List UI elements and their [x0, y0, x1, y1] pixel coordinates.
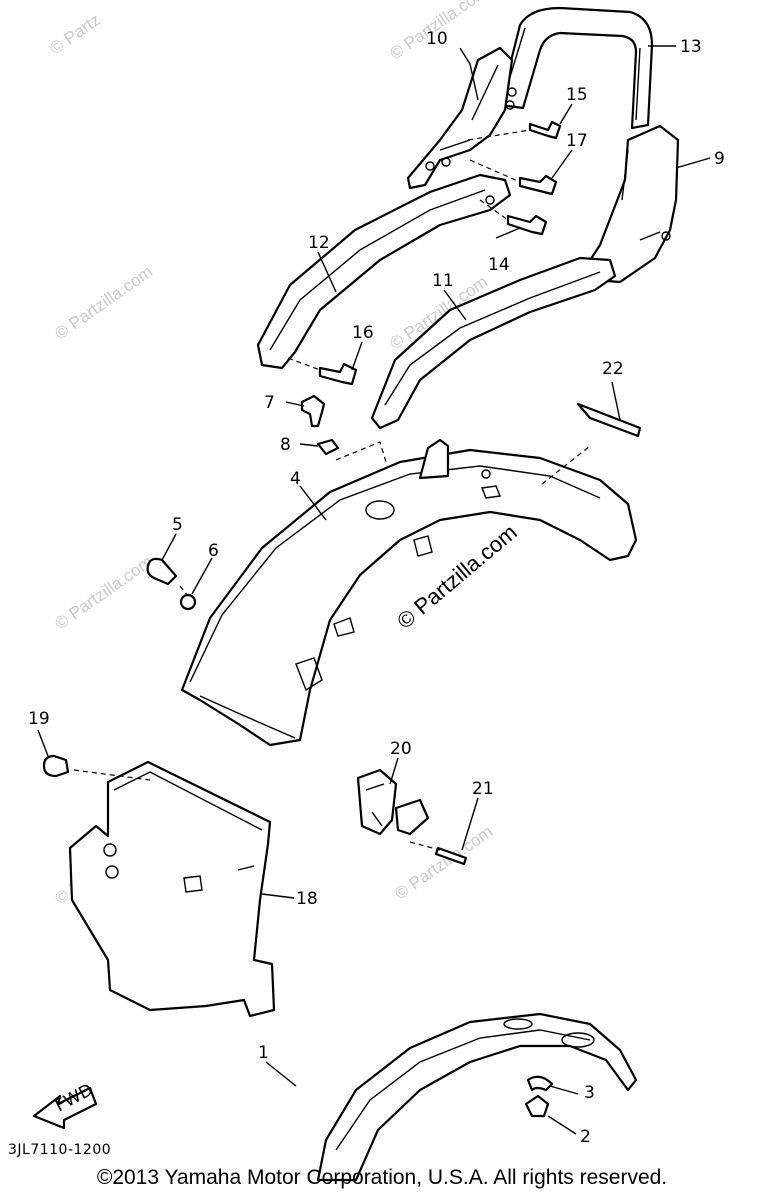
watermark-text: © Partz — [46, 10, 104, 58]
part-17-bolt — [518, 174, 558, 196]
callout-12: 12 — [308, 233, 330, 253]
part-4-rear-fender — [180, 438, 638, 747]
part-7-bolt — [300, 394, 326, 428]
drawing-code: 3JL7110-1200 — [8, 1142, 112, 1158]
callout-18: 18 — [296, 889, 318, 909]
fwd-arrow: FWD — [32, 1080, 98, 1130]
watermark-text: © Partzilla.com — [392, 519, 522, 633]
part-22-strip — [576, 402, 642, 438]
part-8-clip — [316, 438, 340, 456]
callout-7: 7 — [264, 393, 275, 413]
part-1-front-fender — [316, 1012, 638, 1182]
callout-19: 19 — [28, 709, 50, 729]
part-19-bolt — [42, 754, 70, 778]
part-6-nut — [179, 593, 197, 611]
watermark-text: © Partzilla.com — [51, 552, 156, 633]
callout-2: 2 — [580, 1127, 591, 1147]
part-16-bolt — [318, 362, 358, 386]
callout-16: 16 — [352, 323, 374, 343]
callout-11: 11 — [432, 271, 454, 291]
callout-22: 22 — [602, 359, 624, 379]
part-2-bolt — [524, 1094, 550, 1118]
part-11-right-rail — [370, 256, 617, 430]
part-5-bolt — [146, 557, 178, 586]
part-14-bolt — [506, 214, 548, 236]
callout-6: 6 — [208, 541, 219, 561]
callout-20: 20 — [390, 739, 412, 759]
part-13-backrest-bar — [498, 6, 654, 130]
watermark-text: © Partzilla.com — [51, 262, 156, 343]
callout-10: 10 — [426, 29, 448, 49]
part-15-bolt — [528, 120, 562, 140]
callout-15: 15 — [566, 85, 588, 105]
part-21-screw — [434, 846, 468, 866]
part-10-left-bracket — [406, 46, 517, 190]
callout-4: 4 — [290, 469, 301, 489]
callout-21: 21 — [472, 779, 494, 799]
callout-1: 1 — [258, 1043, 269, 1063]
callout-9: 9 — [714, 149, 725, 169]
callout-17: 17 — [566, 131, 588, 151]
callout-8: 8 — [280, 435, 291, 455]
copyright-notice: ©2013 Yamaha Motor Corporation, U.S.A. A… — [96, 1166, 668, 1189]
installation-lines — [73, 129, 591, 851]
callout-5: 5 — [172, 515, 183, 535]
callout-3: 3 — [584, 1083, 595, 1103]
part-3-clip — [526, 1075, 554, 1092]
leader-lines — [37, 45, 711, 1135]
callout-13: 13 — [680, 37, 702, 57]
part-18-inner-panel — [68, 760, 276, 1018]
part-12-left-rail — [256, 173, 512, 370]
callout-labels: 1 2 3 4 5 6 7 8 9 10 11 12 13 14 15 16 1… — [28, 29, 725, 1147]
callout-14: 14 — [488, 255, 510, 275]
part-20-bracket — [356, 768, 430, 836]
